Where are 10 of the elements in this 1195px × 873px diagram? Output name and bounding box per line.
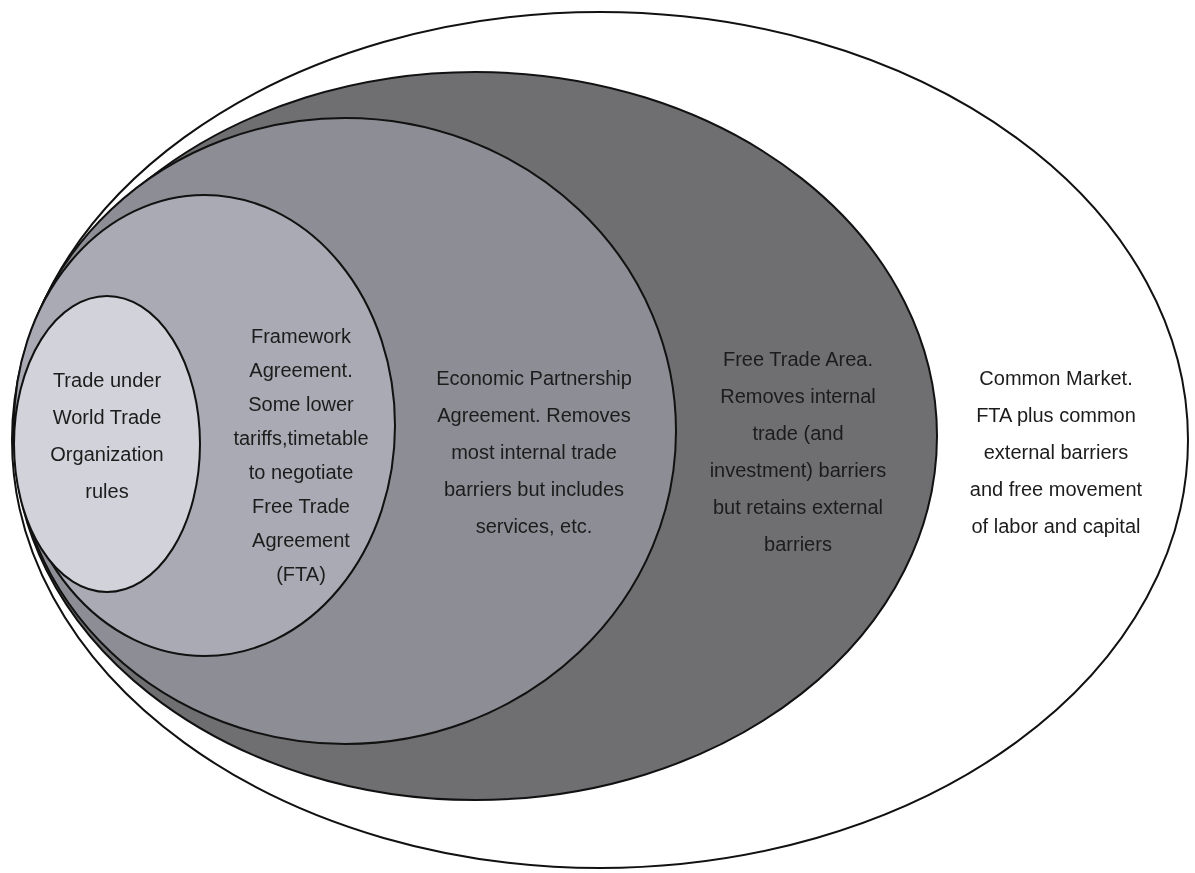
common-market-ellipse bbox=[12, 12, 1188, 868]
wto-rules-ellipse bbox=[14, 296, 200, 592]
ellipse-label: Common Market. FTA plus common external barriers and free movement of labor and capital bbox=[968, 365, 1144, 539]
framework-agreement-ellipse bbox=[14, 195, 395, 656]
ellipse-label: Economic Partnership Agreement. Removes most internal trade barriers but includes services, etc. bbox=[435, 365, 633, 539]
ellipse-label: Framework Agreement. Some lower tariffs,timetable to negotiate Free Trade Agreement (FTA) bbox=[232, 324, 370, 587]
free-trade-area-ellipse bbox=[14, 72, 937, 800]
ellipse-label: Free Trade Area. Removes internal trade (and investment) barriers but retains external barriers bbox=[708, 347, 888, 557]
partnership-agreement-ellipse bbox=[14, 118, 676, 744]
ellipse-label: Trade under World Trade Organization rules bbox=[49, 368, 165, 504]
